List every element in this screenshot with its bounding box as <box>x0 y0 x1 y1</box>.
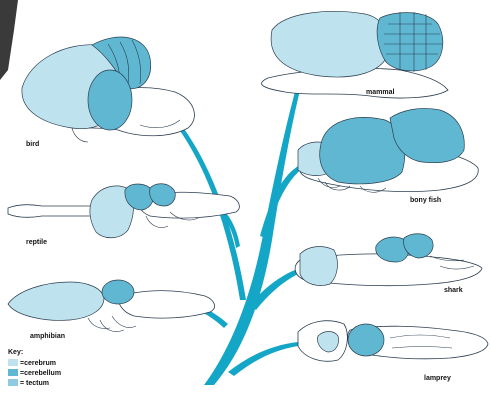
amphibian-ventral-details <box>88 316 136 332</box>
legend-title: Key: <box>8 349 23 356</box>
legend-label-cerebellum: =cerebellum <box>20 370 61 377</box>
mammal-brain <box>262 11 448 98</box>
reptile-olfactory <box>8 205 95 218</box>
label-amphibian: amphibian <box>30 333 65 340</box>
amphibian-tectum <box>102 280 134 304</box>
legend-label-cerebrum: =cerebrum <box>20 360 56 367</box>
bony-fish-brain <box>298 108 478 192</box>
amphibian-cerebrum <box>8 282 104 320</box>
mammal-cerebellum <box>377 13 443 71</box>
mammal-cerebrum <box>271 11 389 77</box>
shark-brain <box>295 234 482 286</box>
lamprey-tectum <box>348 324 384 356</box>
bird-tectum <box>88 70 132 130</box>
legend: Key: =cerebrum =cerebellum = tectum <box>8 349 61 387</box>
lamprey-brain <box>298 321 488 362</box>
label-reptile: reptile <box>26 239 47 246</box>
shark-cerebrum <box>300 247 337 286</box>
label-lamprey: lamprey <box>424 375 451 382</box>
bird-brain <box>22 37 195 142</box>
legend-swatch-cerebellum <box>8 369 18 376</box>
legend-swatch-cerebrum <box>8 359 18 366</box>
label-shark: shark <box>444 287 463 294</box>
amphibian-brain <box>8 280 215 332</box>
reptile-brain <box>8 184 239 238</box>
legend-label-tectum: = tectum <box>20 380 49 387</box>
corner-fragment <box>0 0 18 80</box>
label-bony-fish: bony fish <box>410 197 441 204</box>
label-bird: bird <box>26 141 39 148</box>
label-mammal: mammal <box>366 89 394 96</box>
legend-swatch-tectum <box>8 379 18 386</box>
tree-trunk <box>204 88 300 385</box>
